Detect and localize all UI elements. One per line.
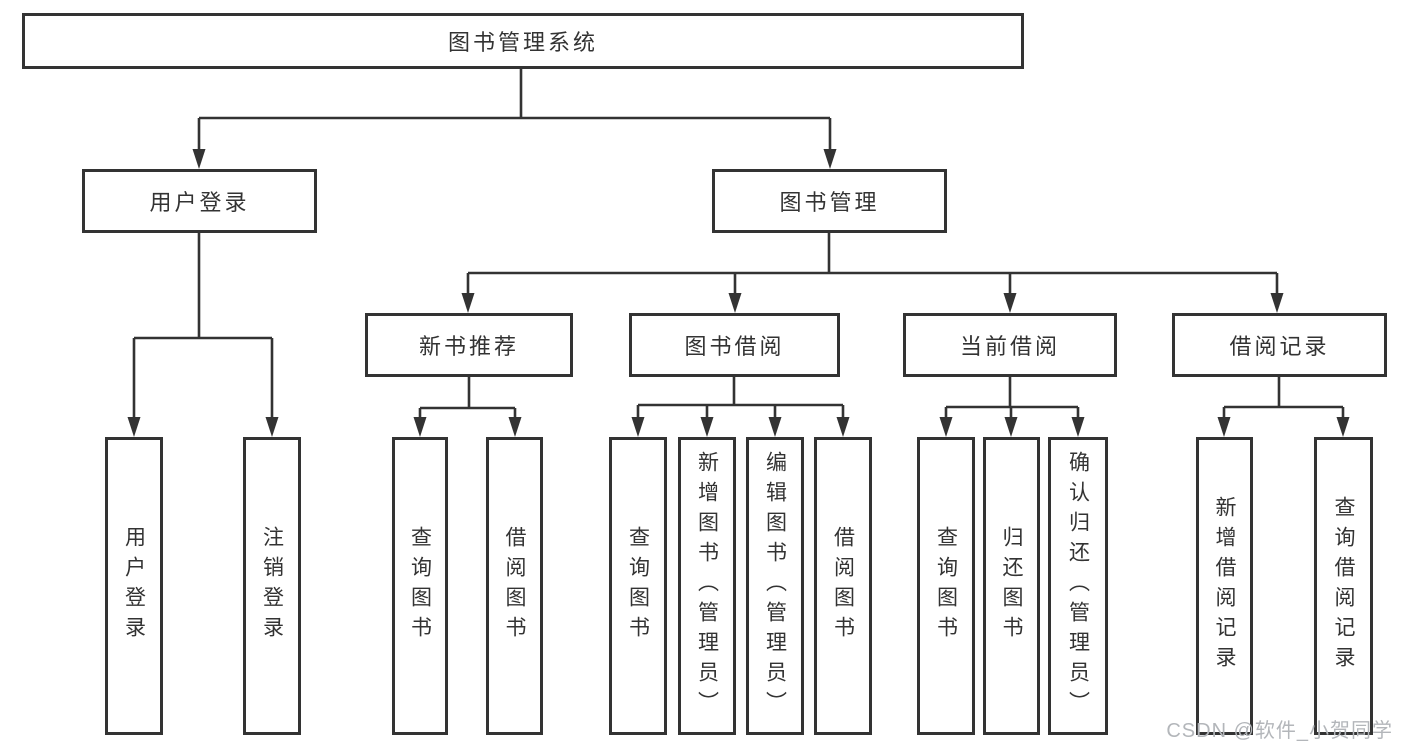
node-borrow-records: 借阅记录 (1172, 313, 1387, 377)
leaf-recommend-query-book: 查询图书 (392, 437, 448, 735)
node-current-borrow: 当前借阅 (903, 313, 1117, 377)
leaf-query-borrow-record: 查询借阅记录 (1314, 437, 1373, 735)
leaf-add-book-admin: 新增图书（管理员） (678, 437, 736, 735)
leaf-borrow-book: 借阅图书 (814, 437, 872, 735)
leaf-recommend-borrow-book: 借阅图书 (486, 437, 543, 735)
csdn-watermark: CSDN @软件_小贺同学 (1166, 720, 1393, 742)
leaf-confirm-return-admin: 确认归还（管理员） (1048, 437, 1108, 735)
leaf-user-login: 用户登录 (105, 437, 163, 735)
node-new-book-recommend: 新书推荐 (365, 313, 573, 377)
leaf-logout: 注销登录 (243, 437, 301, 735)
leaf-borrow-query-book: 查询图书 (609, 437, 667, 735)
leaf-return-book: 归还图书 (983, 437, 1040, 735)
leaf-add-borrow-record: 新增借阅记录 (1196, 437, 1253, 735)
node-book-management: 图书管理 (712, 169, 947, 233)
leaf-current-query-book: 查询图书 (917, 437, 975, 735)
node-book-borrow: 图书借阅 (629, 313, 840, 377)
leaf-edit-book-admin: 编辑图书（管理员） (746, 437, 804, 735)
node-user-login: 用户登录 (82, 169, 317, 233)
node-book-management-system: 图书管理系统 (22, 13, 1024, 69)
